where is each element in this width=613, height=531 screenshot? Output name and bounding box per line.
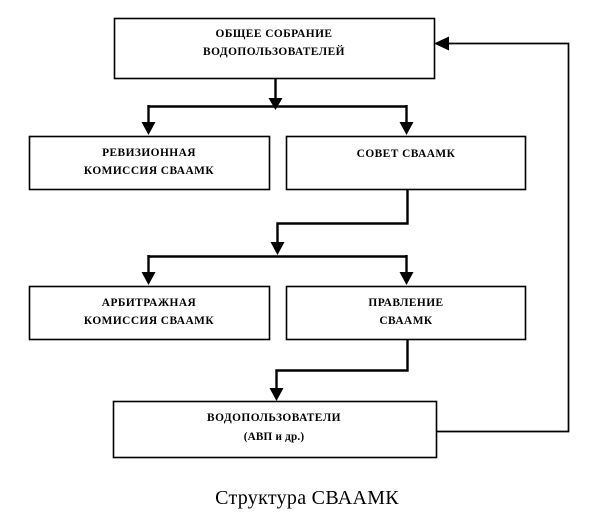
node-box-general-assembly xyxy=(113,17,436,80)
arrow-head-down xyxy=(399,122,414,135)
arrow-head-down xyxy=(141,272,156,285)
node-label-arbitration-commission-line1: АРБИТРАЖНАЯ xyxy=(102,297,197,309)
connector-assembly-to-split xyxy=(268,78,283,110)
node-box-water-users xyxy=(112,400,438,459)
node-water-users: ВОДОПОЛЬЗОВАТЕЛИ (АВП и др.) xyxy=(112,400,438,459)
node-audit-commission: РЕВИЗИОННАЯ КОМИССИЯ СВААМК xyxy=(28,135,271,191)
node-label-water-users-line1: ВОДОПОЛЬЗОВАТЕЛИ xyxy=(207,412,341,424)
arrow-head-down xyxy=(141,122,156,135)
connector-water-users-feedback-to-assembly xyxy=(434,36,570,433)
node-council: СОВЕТ СВААМК xyxy=(285,135,527,191)
node-label-council-line1: СОВЕТ СВААМК xyxy=(357,148,456,160)
node-box-board xyxy=(285,285,527,341)
connector-board-to-water-users xyxy=(269,340,409,401)
connector-council-to-split xyxy=(270,189,409,255)
connector-distribution-bus-2 xyxy=(141,255,414,285)
node-label-general-assembly-line2: ВОДОПОЛЬЗОВАТЕЛЕЙ xyxy=(203,46,345,58)
arrow-head-down xyxy=(399,272,414,285)
node-box-arbitration-commission xyxy=(28,285,271,341)
node-arbitration-commission: АРБИТРАЖНАЯ КОМИССИЯ СВААМК xyxy=(28,285,271,341)
node-label-arbitration-commission-line2: КОМИССИЯ СВААМК xyxy=(84,315,214,327)
node-label-general-assembly-line1: ОБЩЕЕ СОБРАНИЕ xyxy=(216,28,333,40)
node-box-council xyxy=(285,135,527,191)
arrow-head-down xyxy=(268,98,283,110)
figure-caption: Структура СВААМК xyxy=(215,487,399,509)
arrow-head-down xyxy=(270,242,285,255)
node-label-board-line1: ПРАВЛЕНИЕ xyxy=(368,297,443,309)
node-board: ПРАВЛЕНИЕ СВААМК xyxy=(285,285,527,341)
node-box-audit-commission xyxy=(28,135,271,191)
node-label-board-line2: СВААМК xyxy=(379,315,433,327)
connector-distribution-bus-1 xyxy=(141,105,414,135)
arrow-head-down xyxy=(269,388,284,401)
node-label-audit-commission-line1: РЕВИЗИОННАЯ xyxy=(102,147,196,159)
node-label-water-users-line2: (АВП и др.) xyxy=(244,431,305,443)
node-general-assembly: ОБЩЕЕ СОБРАНИЕ ВОДОПОЛЬЗОВАТЕЛЕЙ xyxy=(113,17,436,80)
node-label-audit-commission-line2: КОМИССИЯ СВААМК xyxy=(84,165,214,177)
arrow-head-left xyxy=(434,36,449,51)
